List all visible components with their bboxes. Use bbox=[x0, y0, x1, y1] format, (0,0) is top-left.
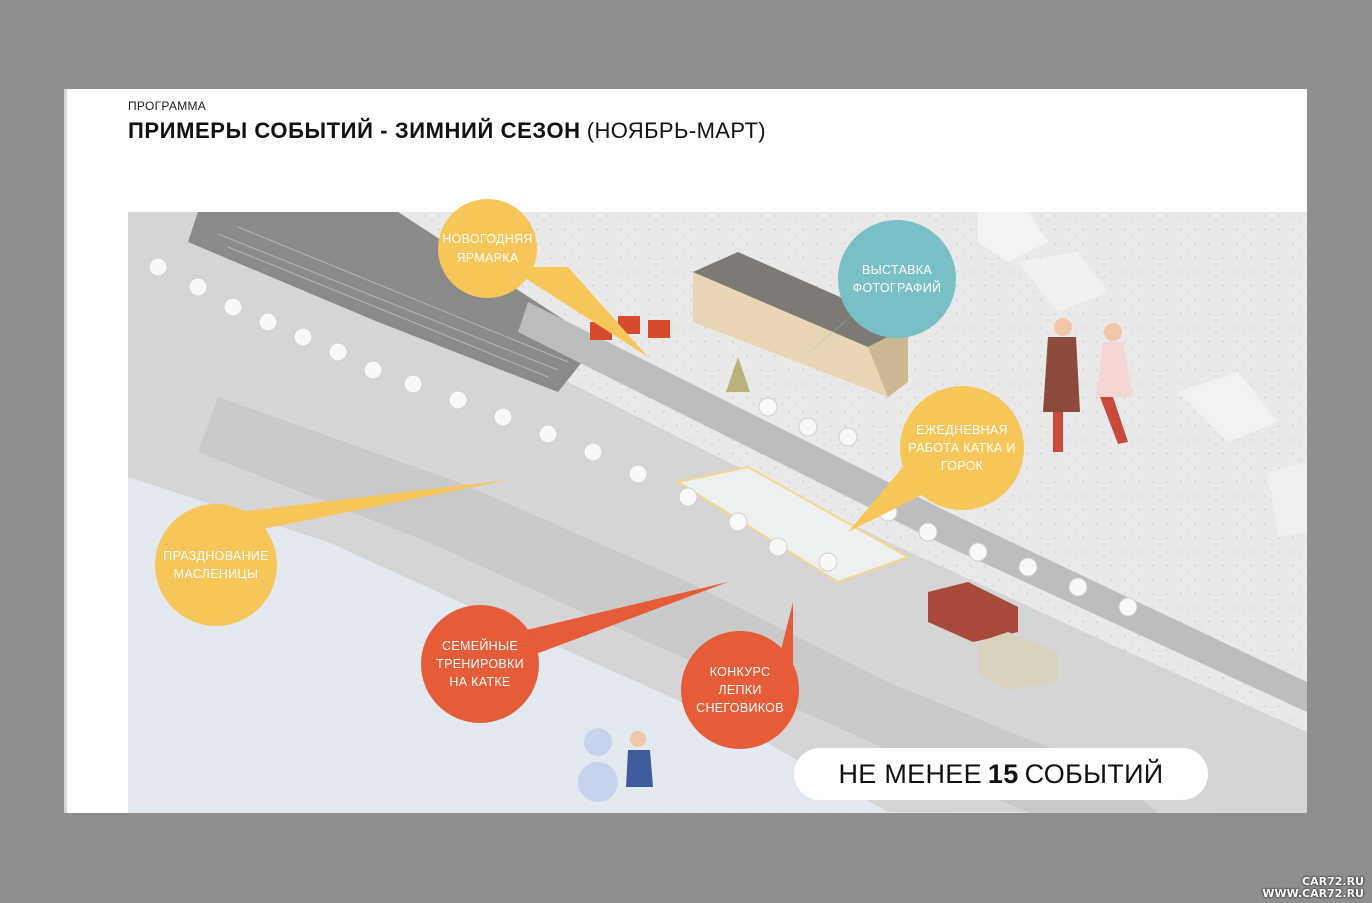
pointer-exhibition bbox=[798, 302, 868, 362]
snowman-illustration bbox=[578, 728, 653, 802]
christmas-tree bbox=[726, 357, 750, 392]
station-building bbox=[693, 252, 908, 397]
event-bubble-family-training: СЕМЕЙНЫЕ ТРЕНИРОВКИ НА КАТКЕ bbox=[421, 605, 539, 723]
skating-couple-illustration bbox=[1043, 318, 1133, 452]
house bbox=[978, 212, 1048, 262]
pointer-fair bbox=[508, 267, 648, 357]
house bbox=[1178, 372, 1278, 442]
site-illustration bbox=[128, 212, 1307, 813]
pointer-rink bbox=[848, 467, 928, 532]
house bbox=[1018, 252, 1108, 312]
pointer-family bbox=[518, 582, 728, 657]
event-bubble-maslenitsa: ПРАЗДНОВАНИЕ МАСЛЕНИЦЫ bbox=[155, 504, 277, 626]
title-bold: ПРИМЕРЫ СОБЫТИЙ - ЗИМНИЙ СЕЗОН bbox=[128, 118, 581, 143]
section-kicker: ПРОГРАММА bbox=[128, 99, 207, 113]
title-regular: (НОЯБРЬ-МАРТ) bbox=[586, 118, 767, 143]
promenade bbox=[198, 397, 1158, 813]
count-number: 15 bbox=[987, 758, 1019, 789]
parking-lot bbox=[188, 212, 598, 392]
house bbox=[1268, 462, 1307, 537]
pavilion bbox=[978, 632, 1058, 690]
trees bbox=[148, 257, 1138, 617]
pointer-maslenitsa bbox=[238, 480, 508, 532]
event-bubble-photo-exhibition: ВЫСТАВКА ФОТОГРАФИЙ bbox=[838, 220, 956, 338]
event-bubble-snowman-contest: КОНКУРС ЛЕПКИ СНЕГОВИКОВ bbox=[681, 631, 799, 749]
watermark: CAR72.RU WWW.CAR72.RU bbox=[1262, 874, 1364, 901]
brick-building bbox=[928, 582, 1018, 642]
watermark-line2: WWW.CAR72.RU bbox=[1262, 887, 1364, 901]
fair-kiosk bbox=[648, 320, 670, 338]
event-bubble-new-year-fair: НОВОГОДНЯЯ ЯРМАРКА bbox=[438, 199, 537, 298]
events-count-badge: НЕ МЕНЕЕ 15 СОБЫТИЙ bbox=[794, 748, 1208, 800]
page-title: ПРИМЕРЫ СОБЫТИЙ - ЗИМНИЙ СЕЗОН (НОЯБРЬ-М… bbox=[128, 118, 766, 144]
page-edge bbox=[64, 89, 67, 813]
event-bubble-daily-rink: ЕЖЕДНЕВНАЯ РАБОТА КАТКА И ГОРОК bbox=[900, 386, 1024, 510]
road bbox=[518, 302, 1307, 712]
count-suffix: СОБЫТИЙ bbox=[1024, 758, 1164, 789]
embankment-map bbox=[128, 212, 1307, 813]
watermark-line1: CAR72.RU bbox=[1302, 874, 1364, 888]
count-prefix: НЕ МЕНЕЕ bbox=[838, 758, 982, 789]
